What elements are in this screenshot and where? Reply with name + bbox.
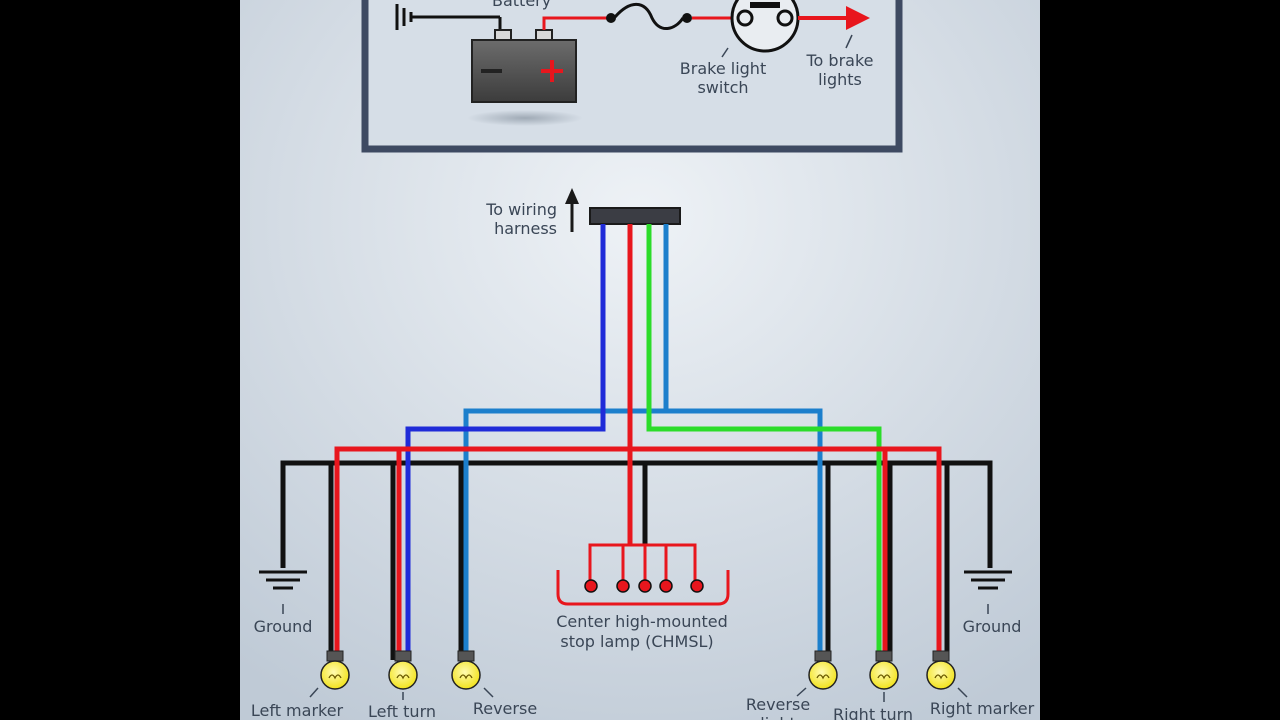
battery-shadow	[467, 110, 583, 126]
bulb-icon-left-turn	[388, 650, 418, 690]
left-marker-label: Left marker	[251, 701, 344, 720]
ground-icon-left	[259, 570, 307, 614]
brake-light-switch-icon	[730, 0, 800, 53]
fuse-terminal-right	[682, 13, 692, 23]
ground-left-label: Ground	[254, 617, 313, 636]
to-brake-lights-label-line1: To brake	[805, 51, 873, 70]
reverse-right-label-line2: light	[760, 714, 795, 720]
to-brake-lights-label-line2: lights	[818, 70, 862, 89]
inset-panel: Battery Brake light switch To brake ligh…	[361, 0, 903, 153]
arrow-up-icon	[565, 188, 579, 204]
wiring-diagram: Battery Brake light switch To brake ligh…	[240, 0, 1040, 720]
bulb-icon-reverse-right	[808, 650, 838, 690]
fuse-terminal-left	[606, 13, 616, 23]
bulb-icon-left-marker	[320, 650, 350, 690]
battery-label: Battery	[492, 0, 551, 10]
fuse-icon	[613, 2, 685, 30]
chmsl-label-line1: Center high-mounted	[556, 612, 728, 631]
battery-icon	[471, 29, 577, 103]
bulb-icon-right-turn	[869, 650, 899, 690]
right-turn-wire	[646, 224, 882, 660]
brake-switch-label-line1: Brake light	[680, 59, 766, 78]
ground-icon-right	[964, 570, 1012, 614]
wiring-diagram-svg: Battery Brake light switch To brake ligh…	[240, 0, 1040, 720]
right-turn-label: Right turn	[833, 705, 913, 720]
arrow-right-icon	[846, 6, 870, 30]
brake-wires	[334, 224, 942, 660]
reverse-wires	[463, 224, 823, 660]
harness-label-line2: harness	[494, 219, 557, 238]
brake-switch-label-line2: switch	[697, 78, 748, 97]
harness-label-line1: To wiring	[485, 200, 557, 219]
chmsl-label-line2: stop lamp (CHMSL)	[560, 632, 713, 651]
ground-right-label: Ground	[963, 617, 1022, 636]
chmsl-lamp-icon	[556, 543, 730, 606]
bulb-icon-right-marker	[926, 650, 956, 690]
bulb-leader-lines	[309, 687, 968, 702]
reverse-right-label-line1: Reverse	[746, 695, 810, 714]
left-turn-label: Left turn	[368, 702, 436, 720]
bulb-icon-reverse-left	[451, 650, 481, 690]
right-marker-label: Right marker	[930, 699, 1035, 718]
left-turn-wire	[405, 224, 606, 660]
harness-connector	[589, 207, 681, 225]
inset-frame	[361, 0, 903, 153]
battery-positive-wire	[542, 16, 610, 30]
reverse-left-label: Reverse	[473, 699, 537, 718]
ground-wires	[280, 460, 993, 660]
